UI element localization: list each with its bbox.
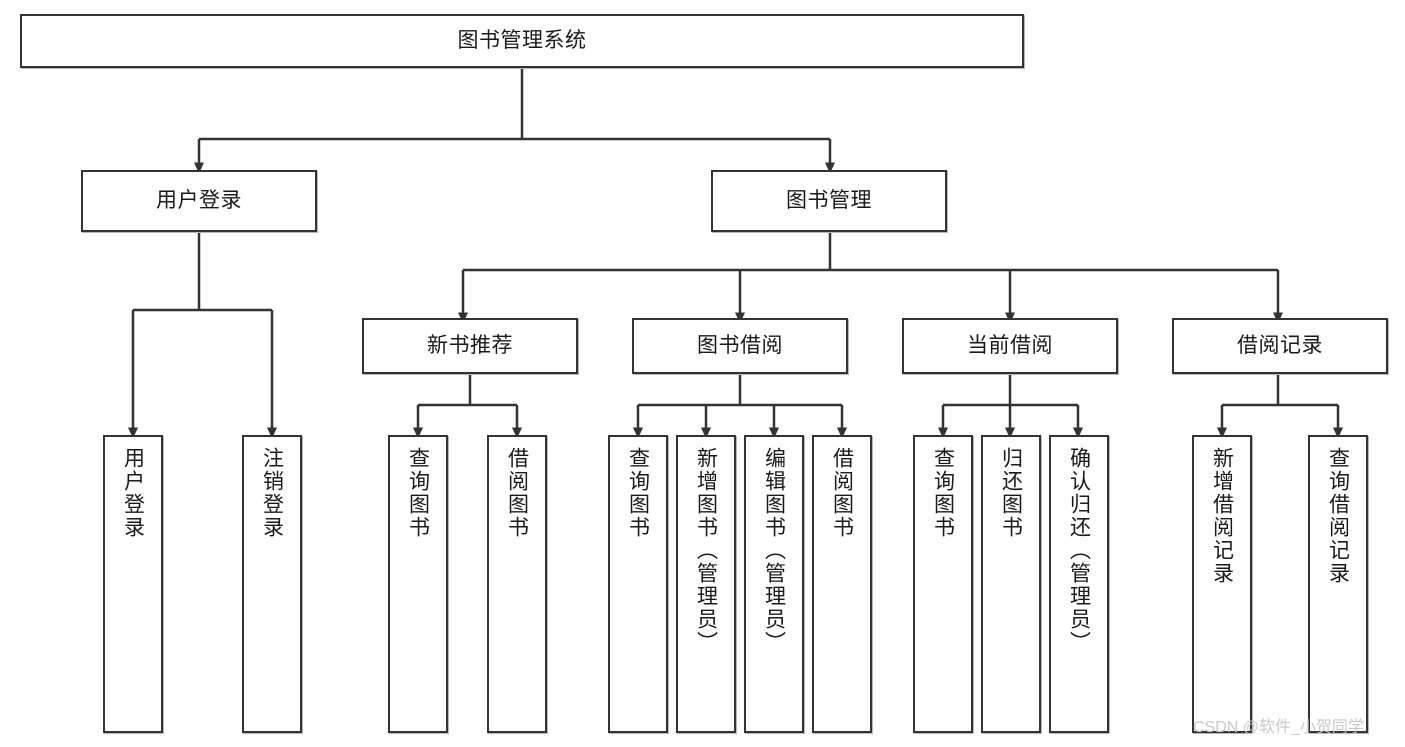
- node-borrow-record-label: 借阅记录: [1237, 333, 1323, 357]
- node-leaf-query-record-label: 查询借阅记录: [1326, 447, 1350, 585]
- node-leaf-query-book-1-label: 查询图书: [406, 447, 430, 539]
- node-user-login-label: 用户登录: [156, 188, 242, 212]
- node-leaf-edit-book[interactable]: 编辑图书（管理员）: [744, 435, 804, 733]
- node-book-management[interactable]: 图书管理: [711, 170, 947, 232]
- node-book-management-label: 图书管理: [786, 188, 872, 212]
- node-leaf-add-book-label: 新增图书（管理员）: [694, 447, 718, 654]
- node-leaf-add-record-label: 新增借阅记录: [1210, 447, 1234, 585]
- node-current-borrow[interactable]: 当前借阅: [902, 318, 1118, 374]
- node-borrow-record[interactable]: 借阅记录: [1172, 318, 1388, 374]
- csdn-watermark: CSDN @软件_小贺同学: [1193, 719, 1364, 736]
- node-leaf-query-book-3-label: 查询图书: [931, 447, 955, 539]
- node-leaf-add-book[interactable]: 新增图书（管理员）: [676, 435, 736, 733]
- node-leaf-user-login-label: 用户登录: [121, 447, 145, 539]
- node-leaf-user-login[interactable]: 用户登录: [103, 435, 163, 733]
- node-new-book-recommend-label: 新书推荐: [427, 333, 513, 357]
- node-leaf-return-book[interactable]: 归还图书: [981, 435, 1041, 733]
- node-leaf-confirm-return-label: 确认归还（管理员）: [1067, 447, 1091, 654]
- node-leaf-edit-book-label: 编辑图书（管理员）: [762, 447, 786, 654]
- node-new-book-recommend[interactable]: 新书推荐: [362, 318, 578, 374]
- node-leaf-borrow-book-1-label: 借阅图书: [505, 447, 529, 539]
- node-leaf-query-book-2[interactable]: 查询图书: [608, 435, 668, 733]
- node-current-borrow-label: 当前借阅: [967, 333, 1053, 357]
- node-leaf-add-record[interactable]: 新增借阅记录: [1192, 435, 1252, 733]
- node-leaf-query-book-3[interactable]: 查询图书: [913, 435, 973, 733]
- node-leaf-borrow-book-2[interactable]: 借阅图书: [812, 435, 872, 733]
- node-leaf-return-book-label: 归还图书: [999, 447, 1023, 539]
- node-leaf-user-logout[interactable]: 注销登录: [242, 435, 302, 733]
- node-leaf-query-book-1[interactable]: 查询图书: [388, 435, 448, 733]
- node-leaf-query-book-2-label: 查询图书: [626, 447, 650, 539]
- node-user-login[interactable]: 用户登录: [81, 170, 317, 232]
- node-leaf-borrow-book-1[interactable]: 借阅图书: [487, 435, 547, 733]
- node-root[interactable]: 图书管理系统: [20, 14, 1024, 68]
- node-leaf-query-record[interactable]: 查询借阅记录: [1308, 435, 1368, 733]
- node-root-label: 图书管理系统: [457, 28, 587, 52]
- node-leaf-confirm-return[interactable]: 确认归还（管理员）: [1049, 435, 1109, 733]
- node-leaf-user-logout-label: 注销登录: [260, 447, 284, 539]
- node-book-borrow-label: 图书借阅: [697, 333, 783, 357]
- node-book-borrow[interactable]: 图书借阅: [632, 318, 848, 374]
- node-leaf-borrow-book-2-label: 借阅图书: [830, 447, 854, 539]
